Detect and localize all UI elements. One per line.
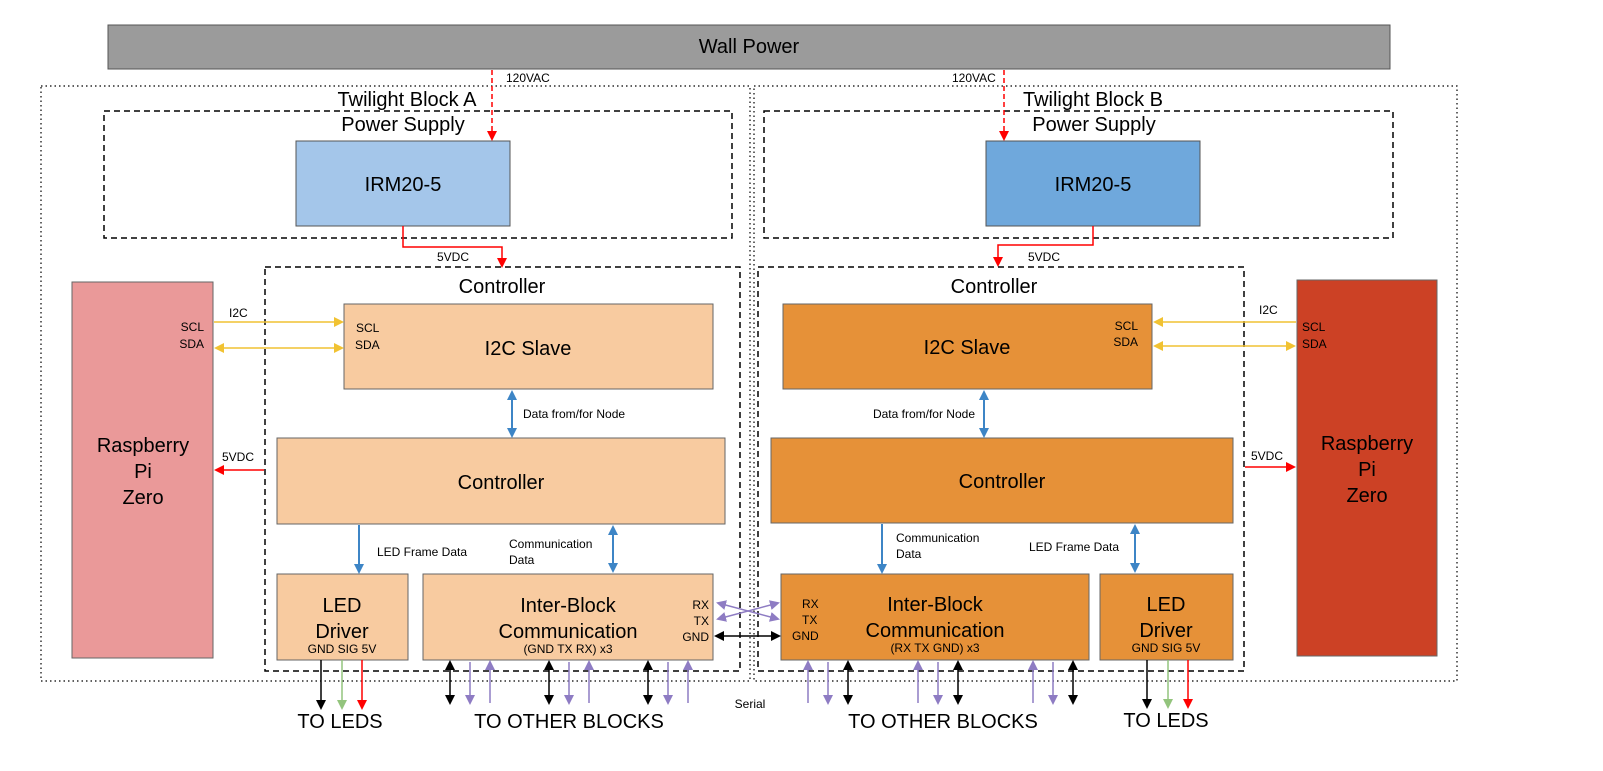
ac-label-b: 120VAC <box>952 71 996 85</box>
pi-line3-b: Zero <box>1346 485 1387 507</box>
pi-line3-a: Zero <box>122 487 163 509</box>
led-driver-line2-b: Driver <box>1139 620 1193 642</box>
serial-tx-rx-cross-2 <box>716 600 780 622</box>
comm-label2-b: Data <box>896 547 922 561</box>
to-leds-label-b: TO LEDS <box>1123 710 1208 732</box>
to-blocks-label-b: TO OTHER BLOCKS <box>848 711 1038 733</box>
pi-line2-a: Pi <box>134 461 152 483</box>
i2c-slave-box-b <box>782 303 1153 390</box>
i2c-label-a: I2C <box>229 306 248 320</box>
pi-line1-b: Raspberry <box>1321 433 1413 455</box>
i2c-slave-sda-a: SDA <box>355 338 380 352</box>
controller-group-a <box>264 266 741 672</box>
dc-label-b: 5VDC <box>1028 250 1060 264</box>
psu-name-b: IRM20-5 <box>1055 174 1132 196</box>
led-driver-line1-a: LED <box>323 595 362 617</box>
inter-block-line2-a: Communication <box>499 621 638 643</box>
i2c-slave-label-b: I2C Slave <box>924 337 1011 359</box>
dc-label-a: 5VDC <box>437 250 469 264</box>
raspberry-pi-box-b <box>1296 279 1438 657</box>
power-supply-group-b <box>763 110 1394 239</box>
controller-box-a <box>276 437 726 525</box>
node-data-label-b: Data from/for Node <box>873 407 975 421</box>
ac-label-a: 120VAC <box>506 71 550 85</box>
led-driver-line2-a: Driver <box>315 621 369 643</box>
inter-block-line1-b: Inter-Block <box>887 594 984 616</box>
i2c-slave-sda-b: SDA <box>1113 335 1138 349</box>
inter-block-tx-b: TX <box>802 613 817 627</box>
psu-name-a: IRM20-5 <box>365 174 442 196</box>
inter-block-rx-a: RX <box>692 598 709 612</box>
controller-box-b <box>770 437 1234 524</box>
wall-power-box <box>107 24 1391 70</box>
power-supply-group-a <box>103 110 733 239</box>
inter-block-pins-a: (GND TX RX) x3 <box>523 642 612 656</box>
block-b-title: Twilight Block B <box>1023 89 1163 111</box>
to-blocks-label-a: TO OTHER BLOCKS <box>474 711 664 733</box>
serial-label: Serial <box>735 697 766 711</box>
led-frame-label-a: LED Frame Data <box>377 545 467 559</box>
inter-block-tx-a: TX <box>694 614 709 628</box>
led-driver-pins-a: GND SIG 5V <box>308 642 377 656</box>
pi-scl-b: SCL <box>1302 320 1326 334</box>
to-leds-label-a: TO LEDS <box>297 711 382 733</box>
led-frame-label-b: LED Frame Data <box>1029 540 1119 554</box>
inter-block-rx-b: RX <box>802 597 819 611</box>
inter-block-gnd-b: GND <box>792 629 819 643</box>
led-driver-box-a <box>276 573 409 661</box>
i2c-slave-scl-b: SCL <box>1115 319 1139 333</box>
comm-label1-b: Communication <box>896 531 979 545</box>
inter-block-gnd-a: GND <box>682 630 709 644</box>
led-driver-pins-b: GND SIG 5V <box>1132 641 1201 655</box>
i2c-slave-box-a <box>343 303 714 390</box>
controller-label-a: Controller <box>458 472 545 494</box>
pi-sda-a: SDA <box>179 337 204 351</box>
led-driver-line1-b: LED <box>1147 594 1186 616</box>
power-supply-label-a: Power Supply <box>341 114 464 136</box>
i2c-slave-scl-a: SCL <box>356 321 380 335</box>
block-b-boundary <box>753 85 1458 682</box>
psu-box-a <box>295 140 511 227</box>
controller-group-label-a: Controller <box>459 276 546 298</box>
inter-block-pins-b: (RX TX GND) x3 <box>890 641 979 655</box>
inter-block-ports-a <box>445 660 693 705</box>
dc-arrow-a <box>402 226 507 268</box>
pi-power-label-a: 5VDC <box>222 450 254 464</box>
inter-block-box-b <box>780 573 1090 661</box>
inter-block-box-a <box>422 573 714 661</box>
i2c-label-b: I2C <box>1259 303 1278 317</box>
serial-link <box>714 600 781 641</box>
comm-label2-a: Data <box>509 553 535 567</box>
block-a-title: Twilight Block A <box>338 89 478 111</box>
comm-label1-a: Communication <box>509 537 592 551</box>
inter-block-ports-b <box>803 660 1078 705</box>
node-data-label-a: Data from/for Node <box>523 407 625 421</box>
raspberry-pi-box-a <box>71 281 214 659</box>
pi-sda-b: SDA <box>1302 337 1327 351</box>
dc-arrow-b <box>993 226 1094 267</box>
power-supply-label-b: Power Supply <box>1032 114 1155 136</box>
i2c-slave-label-a: I2C Slave <box>485 338 572 360</box>
psu-box-b <box>985 140 1201 227</box>
inter-block-line2-b: Communication <box>866 620 1005 642</box>
inter-block-line1-a: Inter-Block <box>520 595 617 617</box>
wall-power-label: Wall Power <box>699 36 800 58</box>
controller-group-b <box>757 266 1245 672</box>
pi-scl-a: SCL <box>181 320 205 334</box>
pi-power-label-b: 5VDC <box>1251 449 1283 463</box>
controller-label-b: Controller <box>959 471 1046 493</box>
pi-line2-b: Pi <box>1358 459 1376 481</box>
pi-line1-a: Raspberry <box>97 435 189 457</box>
controller-group-label-b: Controller <box>951 276 1038 298</box>
led-driver-box-b <box>1099 573 1234 661</box>
